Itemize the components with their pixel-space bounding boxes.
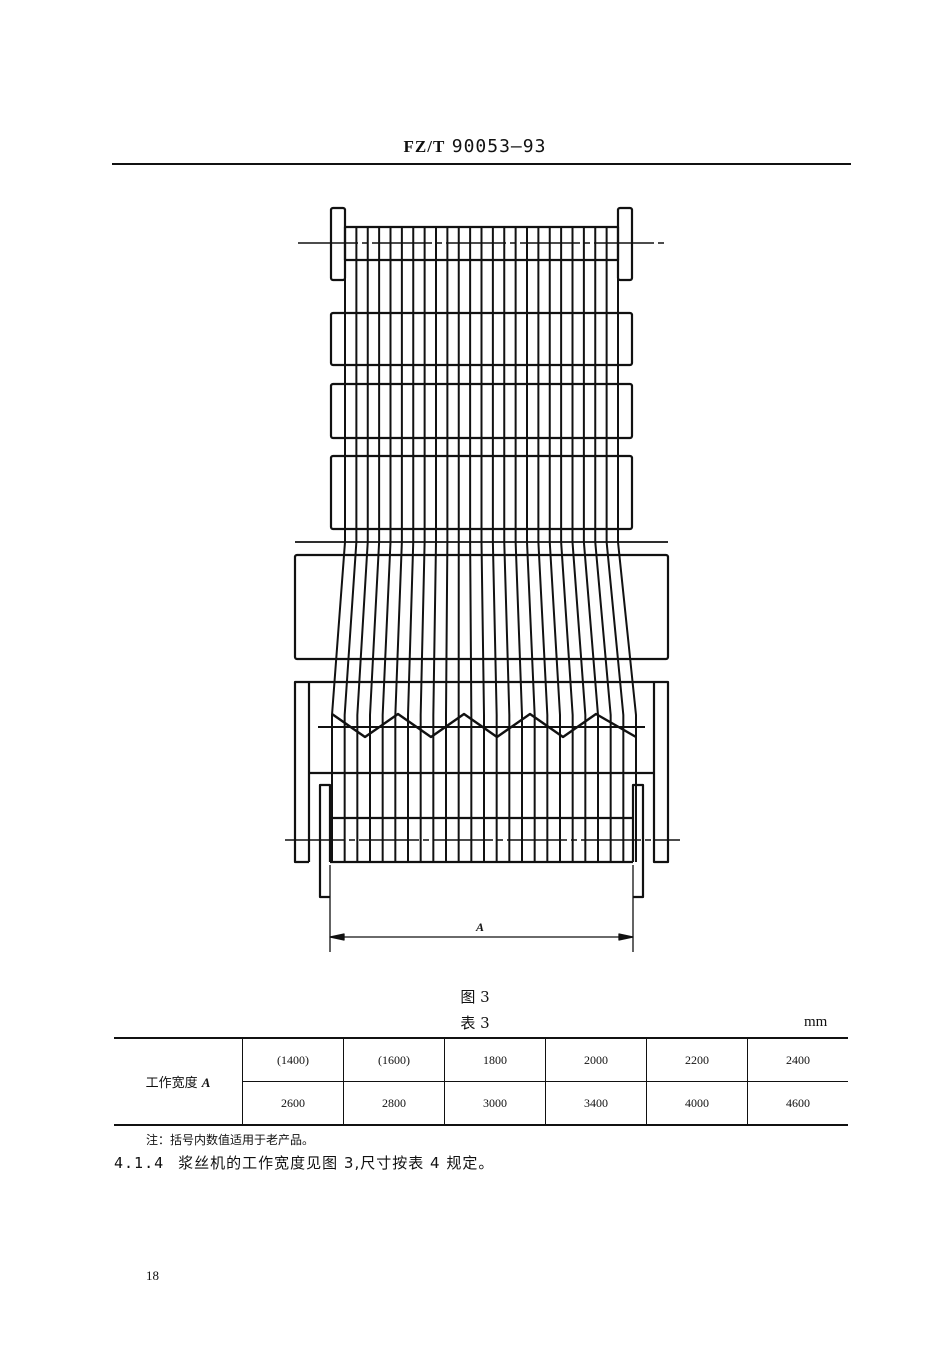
working-width-table: 工作宽度 A (1400) (1600) 1800 2000 2200 2400…	[114, 1037, 848, 1126]
standard-number: 90053—93	[451, 136, 547, 157]
dimension-a	[329, 865, 634, 952]
table-cell: 1800	[444, 1038, 546, 1082]
page-number: 18	[146, 1268, 159, 1283]
table-caption: 表 3	[460, 1014, 490, 1032]
sizing-machine-diagram: A	[285, 206, 680, 952]
table-cell: 2000	[545, 1038, 647, 1082]
warp-lines	[331, 227, 637, 862]
clause-4-1-4: 4.1.4 浆丝机的工作宽度见图 3,尺寸按表 4 规定。	[114, 1152, 494, 1173]
table-cell: (1400)	[242, 1038, 344, 1082]
table-cell: 2800	[343, 1081, 445, 1125]
table-cell: 2400	[747, 1038, 848, 1082]
row-label: 工作宽度 A	[114, 1038, 243, 1125]
table-row: 工作宽度 A (1400) (1600) 1800 2000 2200 2400	[114, 1038, 848, 1091]
table-cell: 2200	[646, 1038, 748, 1082]
standard-header: FZ/T 90053—93	[0, 136, 950, 157]
figure-caption: 图 3	[460, 988, 490, 1006]
standard-prefix: FZ/T	[403, 137, 446, 156]
table-cell: 4000	[646, 1081, 748, 1125]
clause-number: 4.1.4	[114, 1154, 165, 1172]
table-row: 2600 2800 3000 3400 4000 4600	[114, 1081, 848, 1125]
table-cell: 2600	[242, 1081, 344, 1125]
header-rule	[112, 163, 851, 165]
row-label-text: 工作宽度	[145, 1076, 198, 1091]
table-cell: 4600	[747, 1081, 848, 1125]
table-cell: (1600)	[343, 1038, 445, 1082]
table-cell: 3400	[545, 1081, 647, 1125]
table-note: 注：括号内数值适用于老产品。	[146, 1133, 315, 1147]
table-cell: 3000	[444, 1081, 546, 1125]
unit-label: mm	[804, 1014, 828, 1030]
row-label-var: A	[201, 1075, 211, 1090]
dimension-label: A	[475, 920, 484, 934]
lower-frame	[285, 680, 680, 899]
clause-text: 浆丝机的工作宽度见图 3,尺寸按表 4 规定。	[178, 1154, 495, 1172]
